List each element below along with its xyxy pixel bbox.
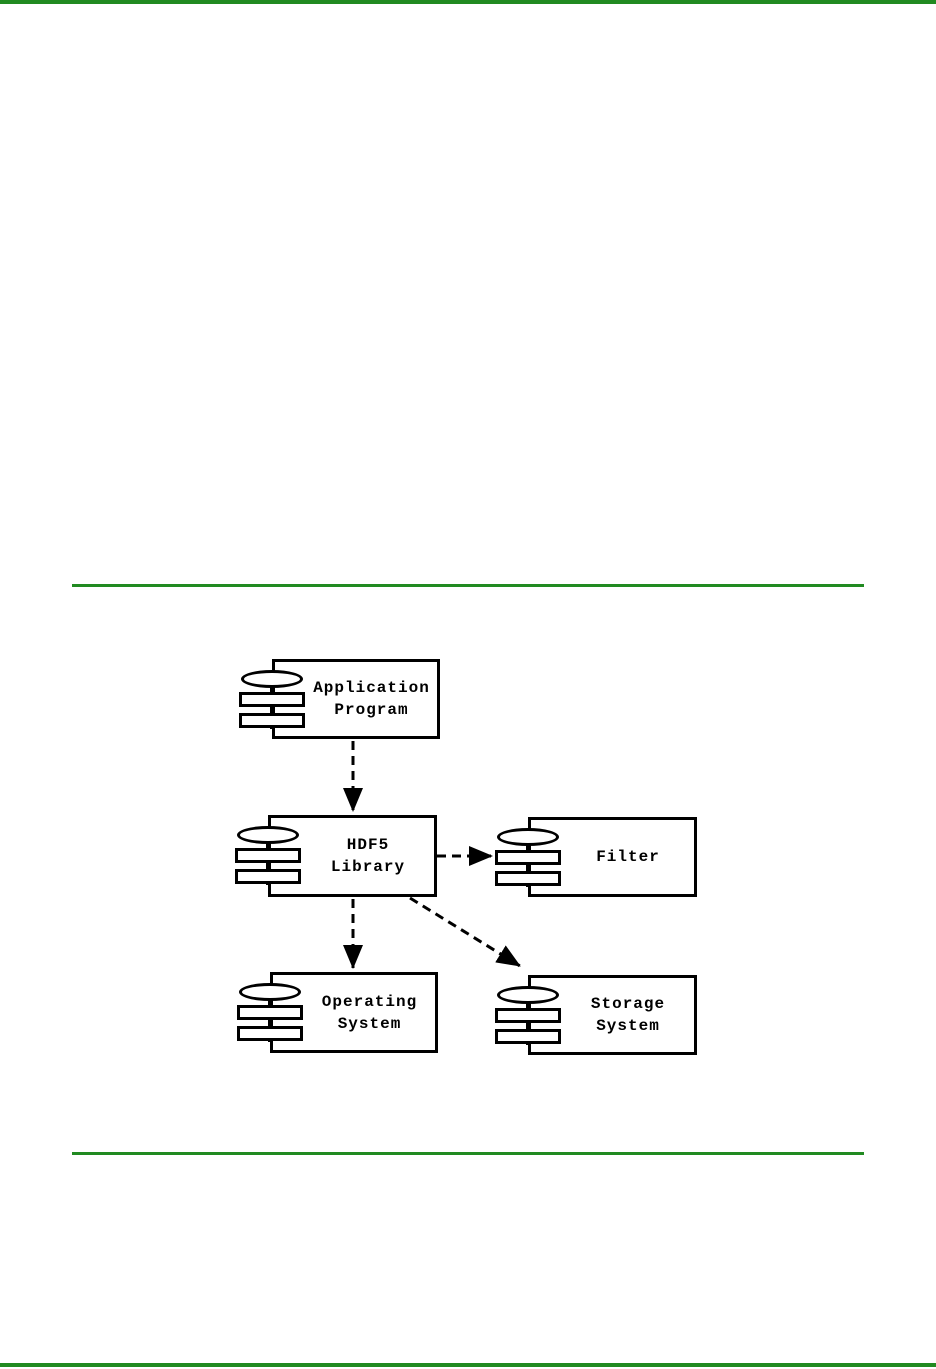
component-icon-ellipse bbox=[497, 986, 559, 1004]
component-application-program: Application Program bbox=[239, 659, 440, 739]
component-icon-ellipse bbox=[241, 670, 303, 688]
component-label-line: Program bbox=[334, 701, 409, 719]
component-label: Filter bbox=[564, 817, 692, 897]
component-icon-bar bbox=[237, 1005, 303, 1020]
component-label: Operating System bbox=[306, 972, 433, 1053]
top-green-rule bbox=[0, 0, 936, 4]
component-icon-bar bbox=[235, 869, 301, 884]
arrow-hdf5-to-storage-system bbox=[409, 896, 521, 968]
component-hdf5-library: HDF5 Library bbox=[235, 815, 437, 897]
component-filter: Filter bbox=[495, 817, 697, 897]
component-label-line: HDF5 bbox=[346, 836, 390, 854]
component-label-line: Library bbox=[330, 858, 406, 876]
bottom-green-rule bbox=[0, 1363, 936, 1367]
component-icon-ellipse bbox=[239, 983, 301, 1001]
component-label-line: System bbox=[337, 1014, 402, 1033]
component-label-line: Application bbox=[313, 679, 430, 697]
component-label: HDF5 Library bbox=[304, 815, 432, 897]
component-label-line: Storage bbox=[590, 995, 666, 1013]
component-label: Application Program bbox=[308, 659, 435, 739]
component-label-line: Filter bbox=[596, 848, 660, 866]
component-icon-ellipse bbox=[237, 826, 299, 844]
component-label: Storage System bbox=[564, 975, 692, 1055]
component-icon-bar bbox=[495, 850, 561, 865]
component-label-line: Operating bbox=[321, 992, 418, 1011]
component-icon-bar bbox=[235, 848, 301, 863]
component-icon-bar bbox=[239, 713, 305, 728]
component-label-line: System bbox=[596, 1017, 660, 1035]
component-icon-ellipse bbox=[497, 828, 559, 846]
component-storage-system: Storage System bbox=[495, 975, 697, 1055]
component-icon-bar bbox=[495, 871, 561, 886]
component-icon-bar bbox=[495, 1029, 561, 1044]
section-divider-rule-upper bbox=[72, 584, 864, 587]
component-operating-system: Operating System bbox=[237, 972, 438, 1053]
component-icon-bar bbox=[239, 692, 305, 707]
component-icon-bar bbox=[495, 1008, 561, 1023]
section-divider-rule-lower bbox=[72, 1152, 864, 1155]
component-icon-bar bbox=[237, 1026, 303, 1041]
